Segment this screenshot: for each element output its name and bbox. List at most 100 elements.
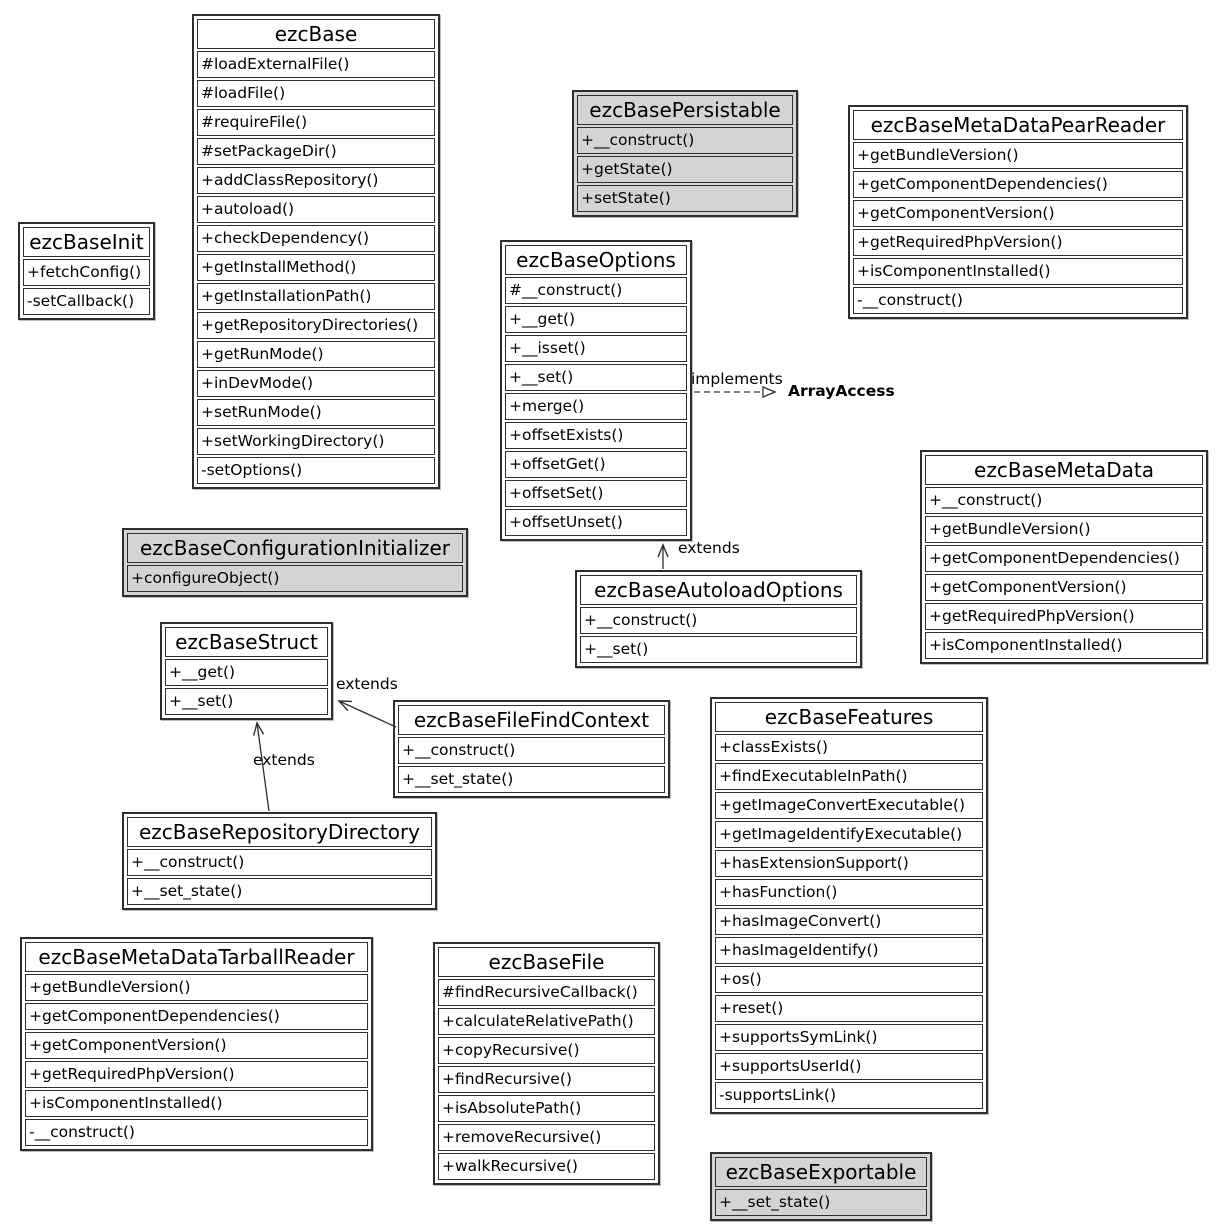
class-title: ezcBasePersistable: [577, 95, 793, 125]
method-row: +classExists(): [715, 734, 983, 761]
method-row: +__construct(): [398, 737, 665, 764]
class-ezcbaseexportable: ezcBaseExportable+__set_state(): [710, 1152, 932, 1221]
method-row: +autoload(): [197, 196, 435, 223]
implements-label: implements: [691, 370, 783, 388]
class-ezcbasemetadata: ezcBaseMetaData+__construct()+getBundleV…: [920, 450, 1208, 664]
method-row: +offsetSet(): [505, 480, 687, 507]
method-row: -__construct(): [853, 287, 1183, 314]
method-row: +__get(): [505, 306, 687, 333]
method-row: +getBundleVersion(): [25, 974, 368, 1001]
class-title: ezcBaseFileFindContext: [398, 705, 665, 735]
class-ezcbasestruct: ezcBaseStruct+__get()+__set(): [160, 622, 333, 720]
method-row: +getInstallationPath(): [197, 283, 435, 310]
method-row: +__set_state(): [398, 766, 665, 793]
method-row: +__construct(): [580, 607, 857, 634]
method-row: +hasFunction(): [715, 879, 983, 906]
arrayaccess-label: ArrayAccess: [788, 382, 895, 400]
method-row: +getRequiredPhpVersion(): [853, 229, 1183, 256]
method-row: +__construct(): [127, 849, 432, 876]
class-ezcbaseautoloadoptions: ezcBaseAutoloadOptions+__construct()+__s…: [575, 570, 862, 668]
method-row: +supportsSymLink(): [715, 1024, 983, 1051]
method-row: +__set(): [580, 636, 857, 663]
class-ezcbasefeatures: ezcBaseFeatures+classExists()+findExecut…: [710, 697, 988, 1114]
method-row: #__construct(): [505, 277, 687, 304]
method-row: #loadExternalFile(): [197, 51, 435, 78]
method-row: -setOptions(): [197, 457, 435, 484]
method-row: +merge(): [505, 393, 687, 420]
method-row: +__set_state(): [715, 1189, 927, 1216]
method-row: +getComponentDependencies(): [25, 1003, 368, 1030]
class-title: ezcBaseFile: [438, 947, 655, 977]
class-ezcbasepersistable: ezcBasePersistable+__construct()+getStat…: [572, 90, 798, 217]
method-row: +offsetExists(): [505, 422, 687, 449]
method-row: +calculateRelativePath(): [438, 1008, 655, 1035]
method-row: +getComponentVersion(): [925, 574, 1203, 601]
method-row: +__construct(): [577, 127, 793, 154]
extends-repositorydirectory-label: extends: [253, 751, 315, 769]
method-row: +setRunMode(): [197, 399, 435, 426]
method-row: +getImageIdentifyExecutable(): [715, 821, 983, 848]
class-title: ezcBaseFeatures: [715, 702, 983, 732]
extends-autoloadoptions-label: extends: [678, 539, 740, 557]
method-row: +hasImageConvert(): [715, 908, 983, 935]
method-row: +findExecutableInPath(): [715, 763, 983, 790]
class-title: ezcBaseMetaData: [925, 455, 1203, 485]
method-row: +getRepositoryDirectories(): [197, 312, 435, 339]
method-row: +getComponentVersion(): [25, 1032, 368, 1059]
method-row: -__construct(): [25, 1119, 368, 1146]
class-ezcbasefile: ezcBaseFile#findRecursiveCallback()+calc…: [433, 942, 660, 1185]
class-ezcbaseinit: ezcBaseInit+fetchConfig()-setCallback(): [18, 222, 155, 320]
method-row: +hasExtensionSupport(): [715, 850, 983, 877]
method-row: +__set_state(): [127, 878, 432, 905]
method-row: -supportsLink(): [715, 1082, 983, 1109]
class-title: ezcBaseOptions: [505, 245, 687, 275]
method-row: +supportsUserId(): [715, 1053, 983, 1080]
class-title: ezcBaseExportable: [715, 1157, 927, 1187]
method-row: #setPackageDir(): [197, 138, 435, 165]
method-row: +getBundleVersion(): [925, 516, 1203, 543]
method-row: +walkRecursive(): [438, 1153, 655, 1180]
class-title: ezcBaseStruct: [165, 627, 328, 657]
method-row: +getComponentDependencies(): [925, 545, 1203, 572]
class-ezcbaseoptions: ezcBaseOptions#__construct()+__get()+__i…: [500, 240, 692, 541]
method-row: +inDevMode(): [197, 370, 435, 397]
class-ezcbasefilefindcontext: ezcBaseFileFindContext+__construct()+__s…: [393, 700, 670, 798]
method-row: +isAbsolutePath(): [438, 1095, 655, 1122]
method-row: +addClassRepository(): [197, 167, 435, 194]
class-ezcbasemetadatapearreader: ezcBaseMetaDataPearReader+getBundleVersi…: [848, 105, 1188, 319]
method-row: +os(): [715, 966, 983, 993]
method-row: +hasImageIdentify(): [715, 937, 983, 964]
class-ezcbaseconfigurationinitializer: ezcBaseConfigurationInitializer+configur…: [122, 528, 468, 597]
class-ezcbaserepositorydirectory: ezcBaseRepositoryDirectory+__construct()…: [122, 812, 437, 910]
method-row: +offsetUnset(): [505, 509, 687, 536]
method-row: +__isset(): [505, 335, 687, 362]
method-row: +__set(): [505, 364, 687, 391]
method-row: +copyRecursive(): [438, 1037, 655, 1064]
method-row: +getComponentDependencies(): [853, 171, 1183, 198]
class-title: ezcBaseInit: [23, 227, 150, 257]
method-row: +getState(): [577, 156, 793, 183]
method-row: +getComponentVersion(): [853, 200, 1183, 227]
method-row: +__get(): [165, 659, 328, 686]
extends-arrow-filefindcontext: [337, 700, 397, 728]
method-row: +setState(): [577, 185, 793, 212]
method-row: +getInstallMethod(): [197, 254, 435, 281]
class-title: ezcBaseConfigurationInitializer: [127, 533, 463, 563]
method-row: -setCallback(): [23, 288, 150, 315]
method-row: +getRequiredPhpVersion(): [25, 1061, 368, 1088]
method-row: +reset(): [715, 995, 983, 1022]
method-row: +__set(): [165, 688, 328, 715]
class-title: ezcBaseMetaDataPearReader: [853, 110, 1183, 140]
method-row: +getBundleVersion(): [853, 142, 1183, 169]
method-row: #requireFile(): [197, 109, 435, 136]
method-row: +checkDependency(): [197, 225, 435, 252]
method-row: +isComponentInstalled(): [25, 1090, 368, 1117]
method-row: +configureObject(): [127, 565, 463, 592]
extends-filefindcontext-label: extends: [336, 675, 398, 693]
class-title: ezcBase: [197, 19, 435, 49]
method-row: #findRecursiveCallback(): [438, 979, 655, 1006]
class-title: ezcBaseRepositoryDirectory: [127, 817, 432, 847]
method-row: +removeRecursive(): [438, 1124, 655, 1151]
method-row: +getRequiredPhpVersion(): [925, 603, 1203, 630]
